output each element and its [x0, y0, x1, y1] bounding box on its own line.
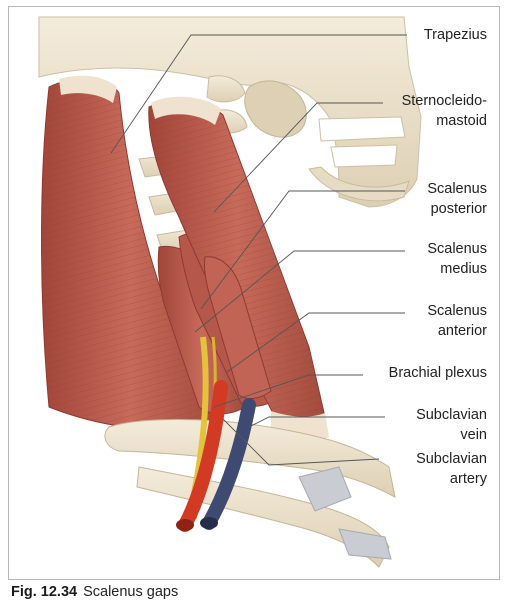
figure-title: Scalenus gaps	[83, 584, 179, 600]
label-line: Subclavian	[416, 407, 487, 423]
subclavian-vein-vessel	[202, 398, 256, 530]
scalenus-illustration	[38, 16, 422, 568]
scalenus-anterior-muscle	[204, 256, 272, 399]
label-line: Scalenus	[427, 181, 487, 197]
label-line: artery	[449, 471, 487, 487]
label-line: Scalenus	[427, 303, 487, 319]
label-line: mastoid	[436, 113, 487, 129]
leader-lines	[110, 34, 407, 466]
clavicle-and-rib	[104, 419, 396, 568]
skull	[38, 16, 422, 208]
label-line: medius	[440, 261, 487, 277]
label-sternocleidomastoid: Sternocleido- mastoid	[402, 91, 487, 131]
label-subclavian-artery: Subclavian artery	[416, 449, 487, 489]
figure-caption: Fig. 12.34 Scalenus gaps	[11, 584, 178, 600]
figure-frame: Trapezius Sternocleido- mastoid Scalenus…	[8, 6, 500, 580]
label-scalenus-medius: Scalenus medius	[427, 239, 487, 279]
subclavian-artery-vessel	[178, 380, 228, 532]
label-brachial-plexus: Brachial plexus	[388, 365, 487, 381]
label-scalenus-anterior: Scalenus anterior	[427, 301, 487, 341]
label-scalenus-posterior: Scalenus posterior	[427, 179, 487, 219]
label-line: vein	[460, 427, 487, 443]
neurovascular-bundle	[176, 336, 256, 532]
label-subclavian-vein: Subclavian vein	[416, 405, 487, 445]
figure-number: Fig. 12.34	[11, 584, 78, 600]
label-line: Scalenus	[427, 241, 487, 257]
label-line: Subclavian	[416, 451, 487, 467]
label-line: anterior	[437, 323, 487, 339]
label-line: posterior	[430, 201, 487, 217]
label-trapezius: Trapezius	[423, 27, 487, 43]
label-line: Sternocleido-	[401, 93, 487, 109]
